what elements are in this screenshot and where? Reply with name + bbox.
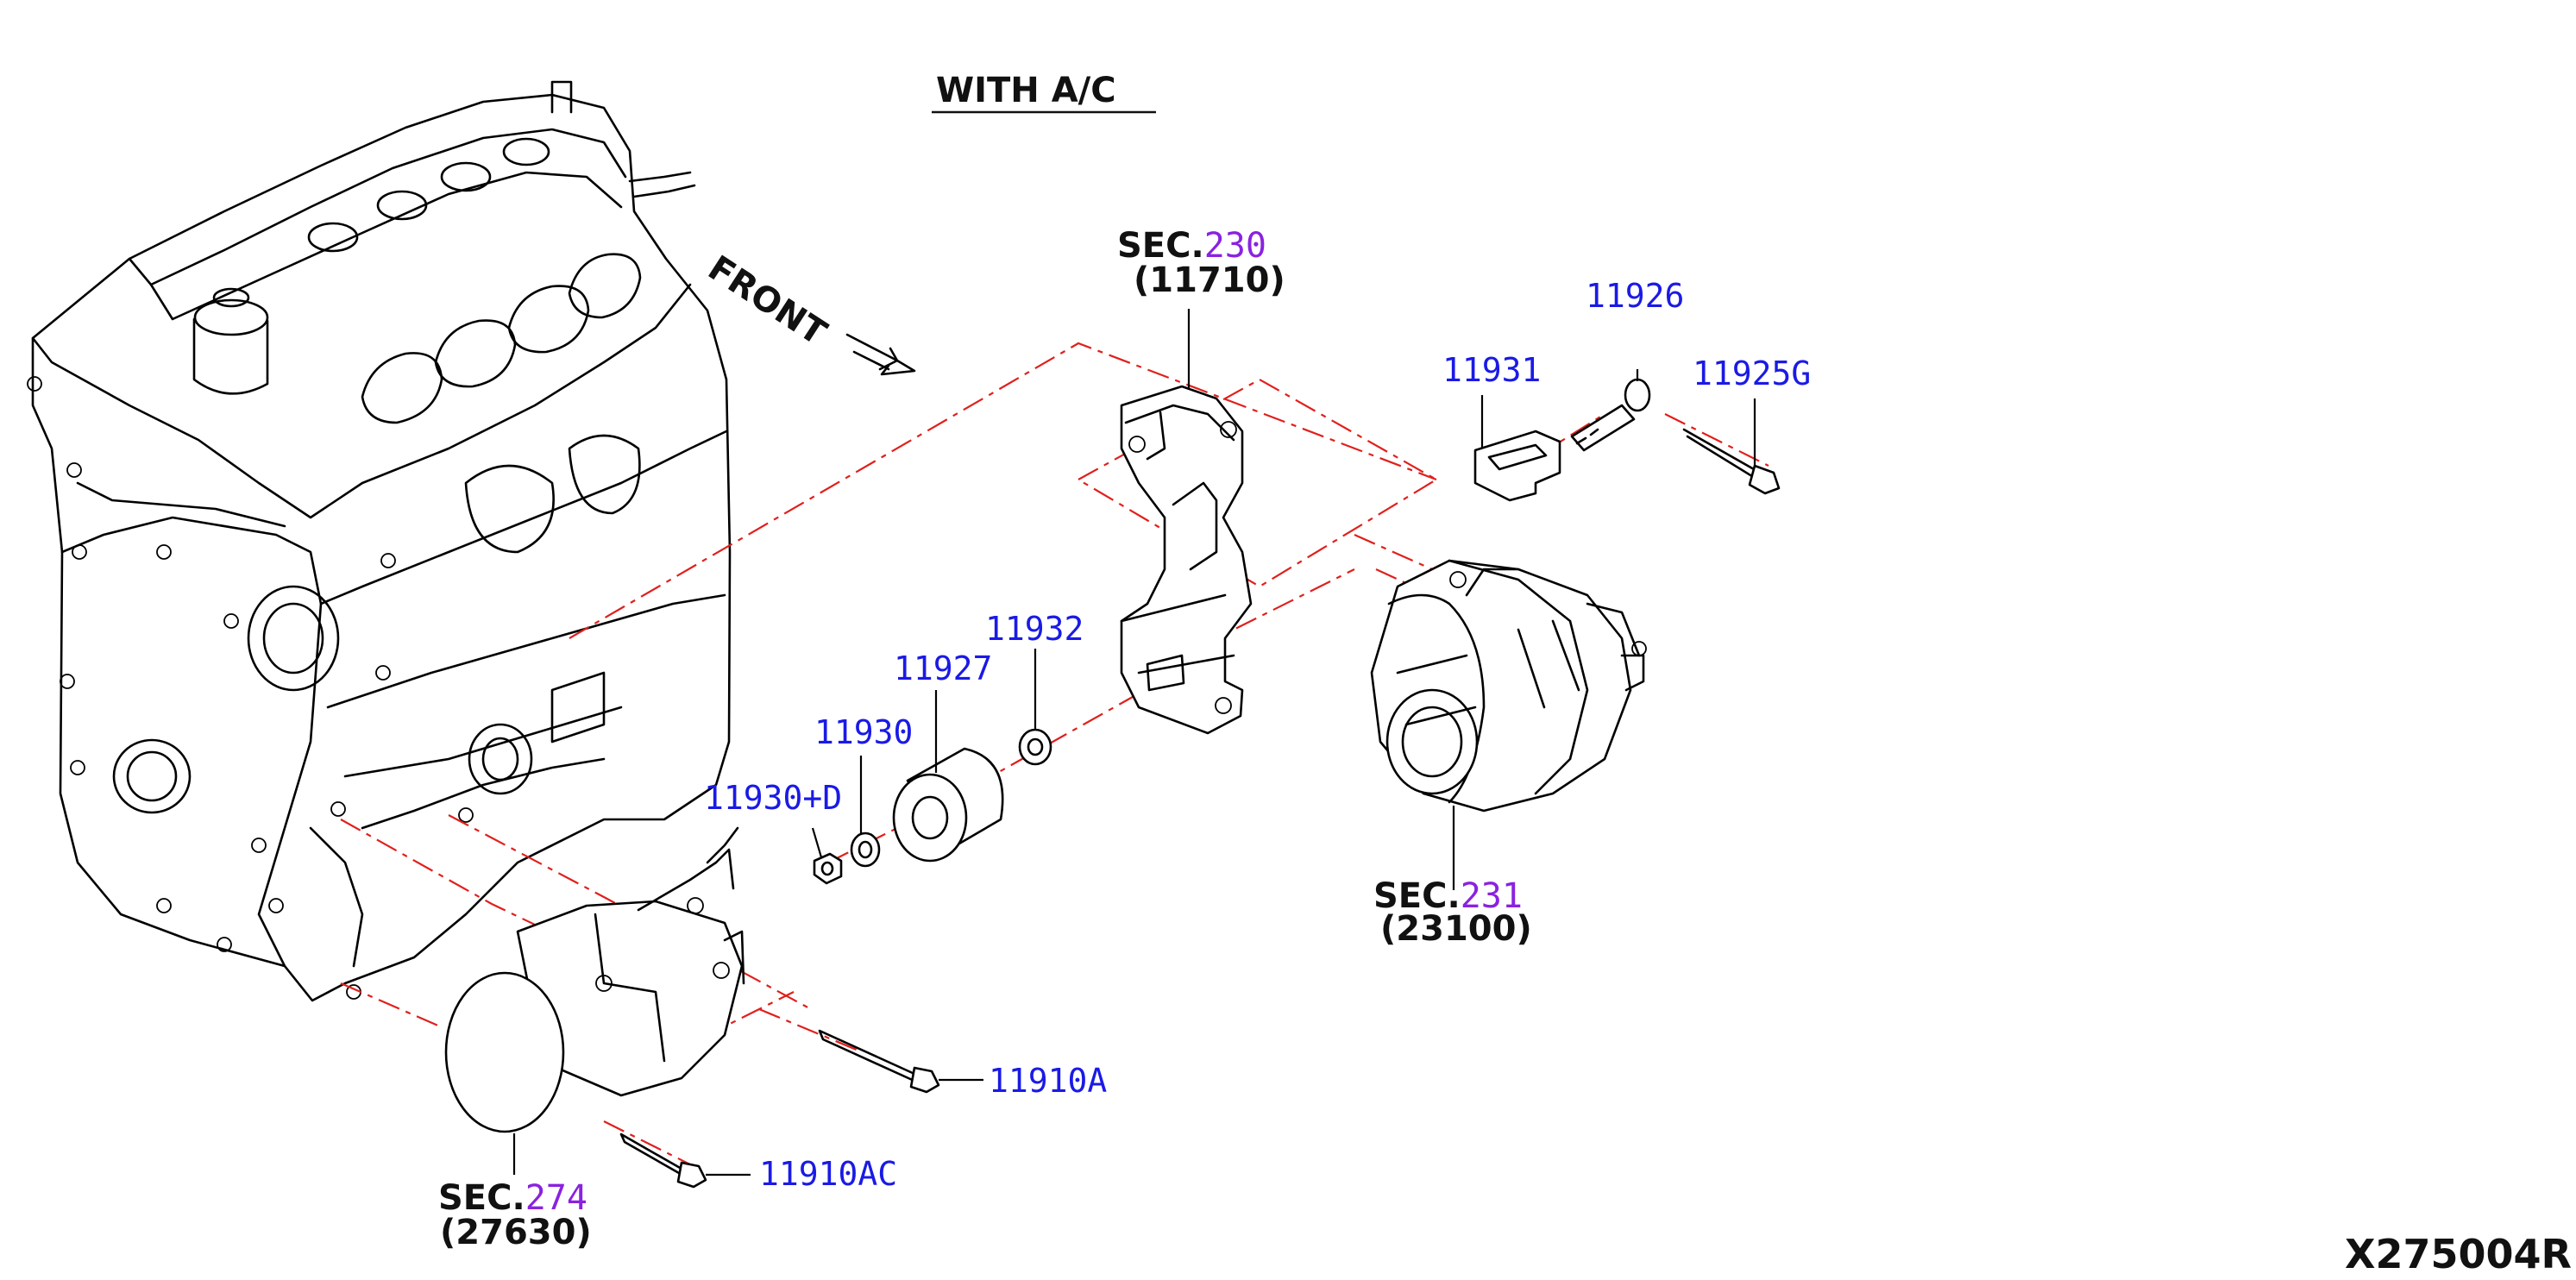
alternator-illustration	[1370, 559, 1647, 813]
sec-231-sub: (23100)	[1380, 909, 1532, 949]
svg-text:SEC.274: SEC.274	[438, 1178, 587, 1218]
sec-274-sub: (27630)	[440, 1213, 592, 1252]
front-arrow-icon	[845, 333, 916, 376]
part-label-11931[interactable]: 11931	[1442, 351, 1541, 389]
part-label-11926[interactable]: 11926	[1586, 277, 1684, 315]
leader-lines	[512, 309, 1756, 1176]
part-label-11930D[interactable]: 11930+D	[704, 779, 842, 817]
part-label-11910A[interactable]: 11910A	[989, 1062, 1107, 1100]
part-label-11910AC[interactable]: 11910AC	[759, 1155, 897, 1193]
sec-230-sub: (11710)	[1134, 260, 1285, 300]
svg-text:SEC.230: SEC.230	[1117, 226, 1266, 266]
sec-231-number: 231	[1461, 876, 1523, 916]
svg-text:SEC.231: SEC.231	[1373, 876, 1523, 916]
sec-274-number: 274	[525, 1178, 587, 1218]
section-ref-231: SEC.231 (23100)	[1373, 876, 1532, 949]
sec-230-number: 230	[1204, 226, 1266, 266]
part-label-11932[interactable]: 11932	[985, 610, 1084, 648]
sec-231-prefix: SEC.	[1373, 876, 1461, 916]
idler-pulley-parts	[813, 728, 1052, 885]
adjusting-bracket-and-bolts	[619, 378, 1781, 1189]
part-label-11930[interactable]: 11930	[814, 713, 913, 751]
section-ref-230: SEC.230 (11710)	[1117, 226, 1285, 300]
sec-274-prefix: SEC.	[438, 1178, 525, 1218]
diagram-reference-code: X275004R	[2345, 1231, 2572, 1277]
part-label-11925G[interactable]: 11925G	[1693, 355, 1811, 392]
engine-block-illustration	[27, 80, 732, 1002]
section-ref-274: SEC.274 (27630)	[438, 1178, 592, 1252]
header-title: WITH A/C	[936, 71, 1116, 110]
ac-compressor-illustration	[444, 826, 745, 1133]
alternator-bracket-illustration	[1120, 385, 1253, 735]
front-indicator: FRONT	[701, 248, 916, 376]
sec-230-prefix: SEC.	[1117, 226, 1204, 266]
front-label: FRONT	[701, 248, 834, 354]
part-label-11927[interactable]: 11927	[894, 649, 992, 687]
